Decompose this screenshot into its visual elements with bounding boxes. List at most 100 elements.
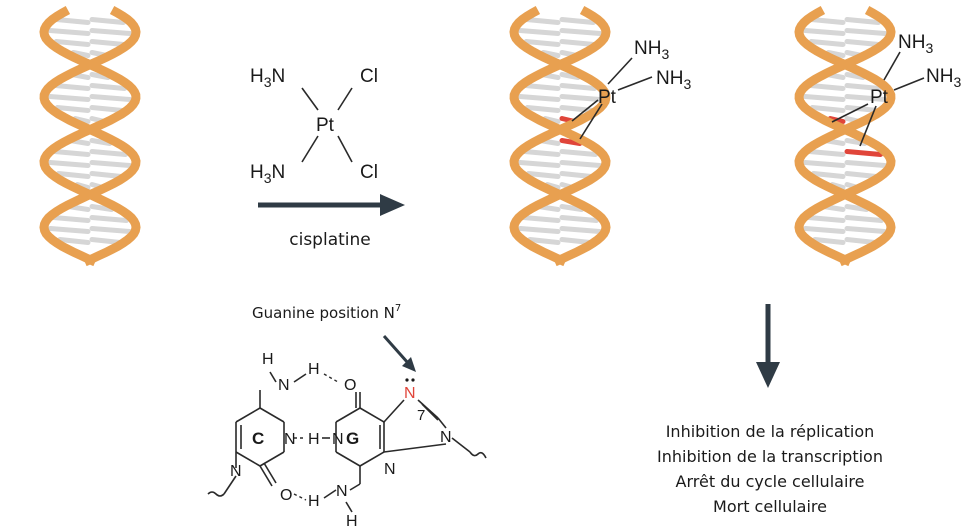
base-g-label: G [346,429,359,448]
dna-base-pair [526,171,561,179]
dna-base-pair [70,50,91,58]
atom-h-hbond-3: H [308,493,320,510]
dna-base-pair [844,237,878,245]
dna-base-pair [559,39,597,47]
atom-h-hbond-2: H [308,431,320,448]
n7-pointer-arrow [382,335,416,372]
dna-base-pair [844,17,881,25]
platinated-base [559,138,583,146]
dna-base-pair [802,226,846,234]
dna-base-pair [811,171,846,179]
ligand-top-left: H3N [250,66,285,90]
dna-base-pair [844,204,870,212]
lone-pair-dot [411,378,415,382]
dna-base-pair [527,237,561,245]
dna-base-pair [559,160,603,168]
dna-strand-b [509,6,611,267]
platinated-base [844,149,884,157]
dna-base-pair [844,39,882,47]
dna-base-pair [844,94,888,102]
dna-base-pair [812,237,846,245]
ligand-bottom-left: H3N [250,162,285,186]
dna-base-pair [52,83,91,91]
dna-base-pair [89,94,133,102]
dna-base-pair [559,72,581,80]
dna-base-pair [517,28,561,36]
atom-h-hbond-1: H [308,361,320,378]
dna-base-pair [56,171,91,179]
dna-base-pair [559,171,594,179]
dna-base-pair [57,237,91,245]
dna-base-pair [802,94,846,102]
guanine-rings [335,392,487,484]
dna-base-pair [559,94,603,102]
dna-base-pair [844,28,888,36]
dna-base-pair [559,215,599,223]
dna-base-pair [559,149,599,157]
dna-base-pair [47,226,91,234]
dna-base-pair [89,149,129,157]
atom-n-amine-c: N [278,377,290,394]
adduct-2-nh3-top: NH3 [898,32,933,56]
dna-base-pair [89,138,113,146]
atom-n9-guanine: N [440,429,452,446]
dna-base-pair [524,105,561,113]
dna-strand-b [794,6,896,267]
n7-number: 7 [417,407,425,424]
dna-base-pair [844,160,888,168]
guanine-n7-label: Guanine position N7 [252,303,401,322]
dna-base-pair [89,17,126,25]
dna-base-pair [54,105,91,113]
dna-base-pair [844,72,866,80]
dna-base-pair [808,39,846,47]
reaction-arrow-label: cisplatine [289,230,370,250]
dna-base-pair [523,39,561,47]
cytosine-ring [207,390,285,497]
dna-base-pair [47,28,91,36]
atom-h-top: H [262,351,274,368]
dna-base-pair [47,94,91,102]
dna-base-pair [51,149,91,157]
dna-base-pair [89,171,124,179]
platinum-adduct-1: Pt NH3 NH3 [571,38,691,140]
dna-base-pair [559,83,598,91]
dna-strand-a [794,6,896,267]
dna-base-pair [521,149,561,157]
cellular-effects-list: Inhibition de la réplication Inhibition … [657,422,883,516]
dna-base-pair [89,83,128,91]
n7-atom: N [404,385,416,402]
dna-base-pair [559,237,593,245]
dna-base-pair [809,105,846,113]
dna-base-pair [559,17,596,25]
platinum-adduct-2: Pt NH3 NH3 [831,32,961,147]
adduct-1-nh3-right: NH3 [656,68,691,92]
dna-strand-a [39,6,141,267]
dna-base-pair [517,226,561,234]
effect-item: Inhibition de la transcription [657,447,883,466]
lone-pair-dot [405,378,409,382]
atom-n1-cytosine: N [230,463,242,480]
dna-base-pair [802,160,846,168]
atom-n-ring-guanine: N [384,461,396,478]
dna-base-pair [806,215,846,223]
dna-base-pair [522,83,561,91]
dna-base-pair [524,17,561,25]
dna-base-pair [559,226,603,234]
ligand-top-right: Cl [360,66,378,87]
reaction-arrow [258,194,405,216]
atom-o-guanine: O [344,377,356,394]
adduct-1-platinum: Pt [598,87,617,108]
dna-base-pair [844,83,883,91]
dna-helix-native [39,6,141,267]
dna-helix-interstrand-adduct [794,6,896,267]
dna-base-pair [89,39,127,47]
atom-n1-guanine: N [332,431,344,448]
adduct-2-platinum: Pt [870,87,889,108]
platinum-atom: Pt [316,115,335,136]
dna-base-pair [54,17,91,25]
dna-base-pair [89,28,133,36]
atom-o-cytosine: O [280,487,292,504]
dna-base-pair [807,83,846,91]
dna-base-pair [559,105,596,113]
